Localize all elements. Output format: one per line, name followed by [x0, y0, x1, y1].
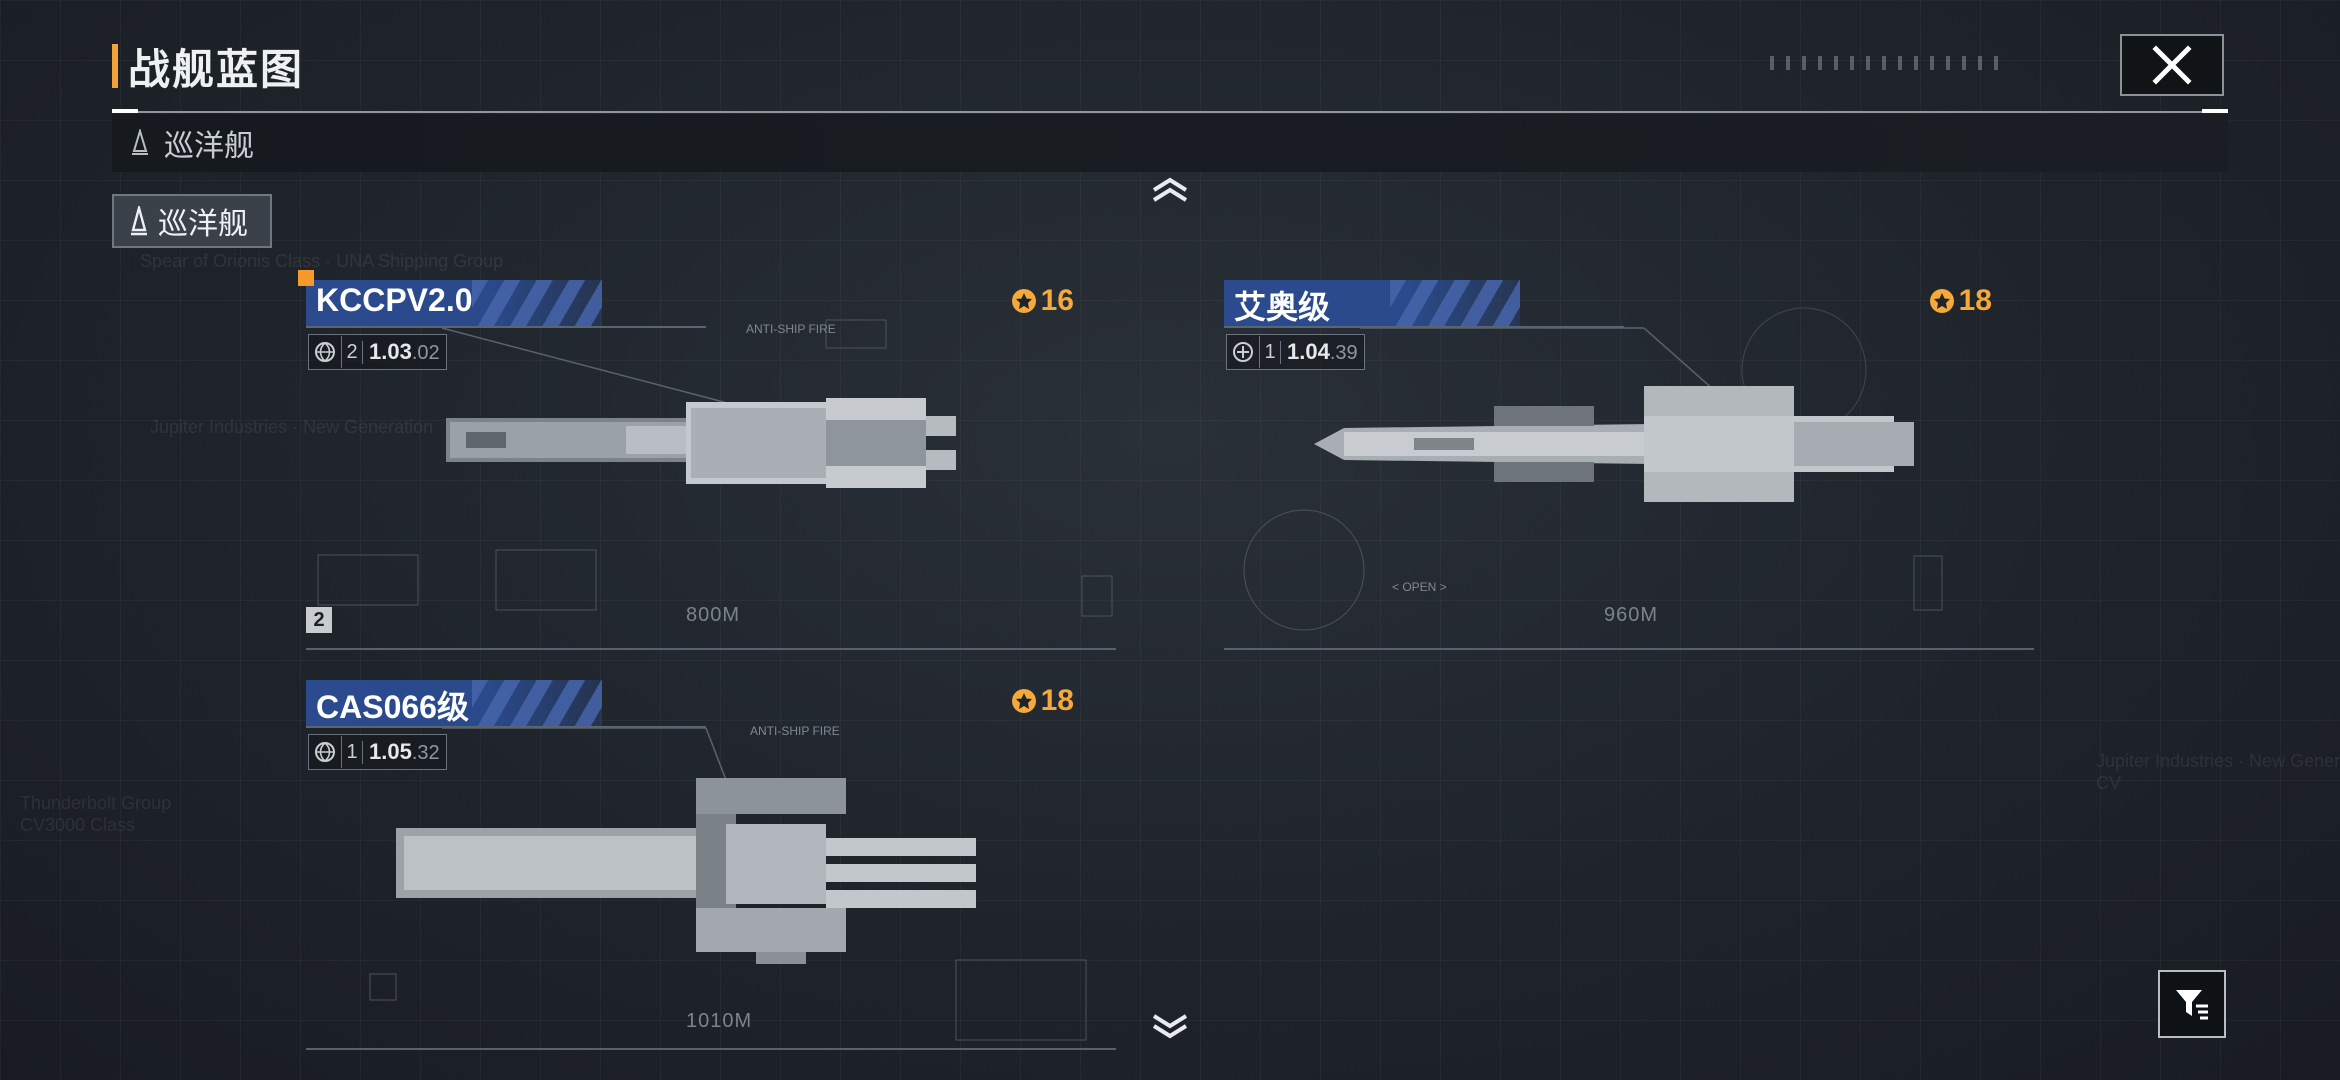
- tier-number: 2: [342, 340, 363, 364]
- card-underline: [306, 326, 706, 328]
- ship-card[interactable]: 艾奥级 1 1.04.39 18 < OPEN > 960M: [1224, 280, 2036, 672]
- faction-icon: [1233, 342, 1253, 362]
- section-tab-cruiser[interactable]: 巡洋舰: [112, 194, 272, 248]
- ship-name: KCCPV2.0: [316, 282, 473, 318]
- ship-length: 1010M: [686, 1010, 753, 1032]
- ship-image: [446, 398, 956, 488]
- ship-name: CAS066级: [316, 689, 469, 725]
- background-text: Jupiter Industries · New Generation: [150, 417, 434, 437]
- close-button[interactable]: [2120, 34, 2224, 96]
- ship-ruler: [306, 648, 1116, 650]
- background-text: Spear of Orionis Class · UNA Shipping Gr…: [140, 251, 504, 271]
- cost-display: 18: [1929, 284, 1992, 318]
- ship-image: [1314, 386, 1914, 502]
- ship-length: 960M: [1604, 604, 1659, 626]
- hull-label: < OPEN >: [1392, 580, 1447, 594]
- cost-display: 16: [1011, 284, 1074, 318]
- scroll-up-icon[interactable]: [1148, 176, 1192, 202]
- category-bar[interactable]: 巡洋舰: [112, 114, 2228, 172]
- filter-button[interactable]: [2158, 970, 2226, 1038]
- version-main: 1.03: [369, 339, 412, 364]
- card-header: CAS066级: [306, 680, 602, 726]
- page-header: 战舰蓝图: [112, 42, 304, 94]
- ship-ruler: [306, 1048, 1116, 1050]
- header-decoration: [1770, 56, 1998, 70]
- cost-value: 18: [1040, 684, 1074, 717]
- card-underline: [1224, 326, 1624, 328]
- category-label: 巡洋舰: [164, 129, 254, 164]
- version-badge: 1 1.04.39: [1226, 334, 1365, 370]
- close-icon: [2152, 45, 2192, 85]
- tier-number: 1: [342, 740, 363, 764]
- ship-image: [396, 778, 976, 964]
- blueprint-lines: [369, 727, 1087, 1041]
- card-header: 艾奥级: [1224, 280, 1520, 326]
- version-badge: 1 1.05.32: [308, 734, 447, 770]
- slot-badge: 2: [306, 607, 332, 633]
- ship-card[interactable]: KCCPV2.0 2 1.03.02 16 ANTI-SHIP FIRE 2 8…: [306, 280, 1118, 672]
- ship-length: 800M: [686, 604, 741, 626]
- blueprint-lines: [317, 319, 1113, 617]
- ship-card[interactable]: CAS066级 1 1.05.32 18 ANTI-SHIP FIRE 1010…: [306, 680, 1118, 1072]
- version-sub: .32: [411, 742, 440, 764]
- command-point-icon: [1011, 289, 1036, 313]
- version-main: 1.04: [1287, 339, 1330, 364]
- page-title: 战舰蓝图: [128, 44, 305, 94]
- version-main: 1.05: [369, 739, 412, 764]
- hull-label: ANTI-SHIP FIRE: [746, 322, 836, 336]
- hull-label: ANTI-SHIP FIRE: [750, 724, 840, 738]
- cruiser-icon: [131, 206, 147, 236]
- scroll-down-icon[interactable]: [1148, 1014, 1192, 1040]
- cost-value: 18: [1958, 284, 1992, 317]
- globe-icon: [315, 342, 335, 362]
- filter-icon: [2176, 990, 2208, 1020]
- selected-marker: [298, 270, 314, 286]
- background-text: Jupiter Industries · New Generation CV: [2096, 751, 2340, 793]
- card-header: KCCPV2.0: [306, 280, 602, 326]
- background-text: Thunderbolt Group CV3000 Class: [20, 793, 172, 835]
- cost-display: 18: [1011, 684, 1074, 718]
- version-sub: .39: [1329, 342, 1358, 364]
- header-divider: [112, 109, 2228, 113]
- ship-ruler: [1224, 648, 2034, 650]
- globe-icon: [315, 742, 335, 762]
- ship-name: 艾奥级: [1234, 289, 1331, 325]
- tier-number: 1: [1260, 340, 1281, 364]
- version-sub: .02: [411, 342, 440, 364]
- card-underline: [306, 726, 706, 728]
- cruiser-icon: [132, 129, 148, 155]
- cost-value: 16: [1040, 284, 1074, 317]
- command-point-icon: [1929, 289, 1954, 313]
- version-badge: 2 1.03.02: [308, 334, 447, 370]
- title-accent: [112, 44, 118, 88]
- command-point-icon: [1011, 689, 1036, 713]
- section-tab-label: 巡洋舰: [158, 207, 248, 242]
